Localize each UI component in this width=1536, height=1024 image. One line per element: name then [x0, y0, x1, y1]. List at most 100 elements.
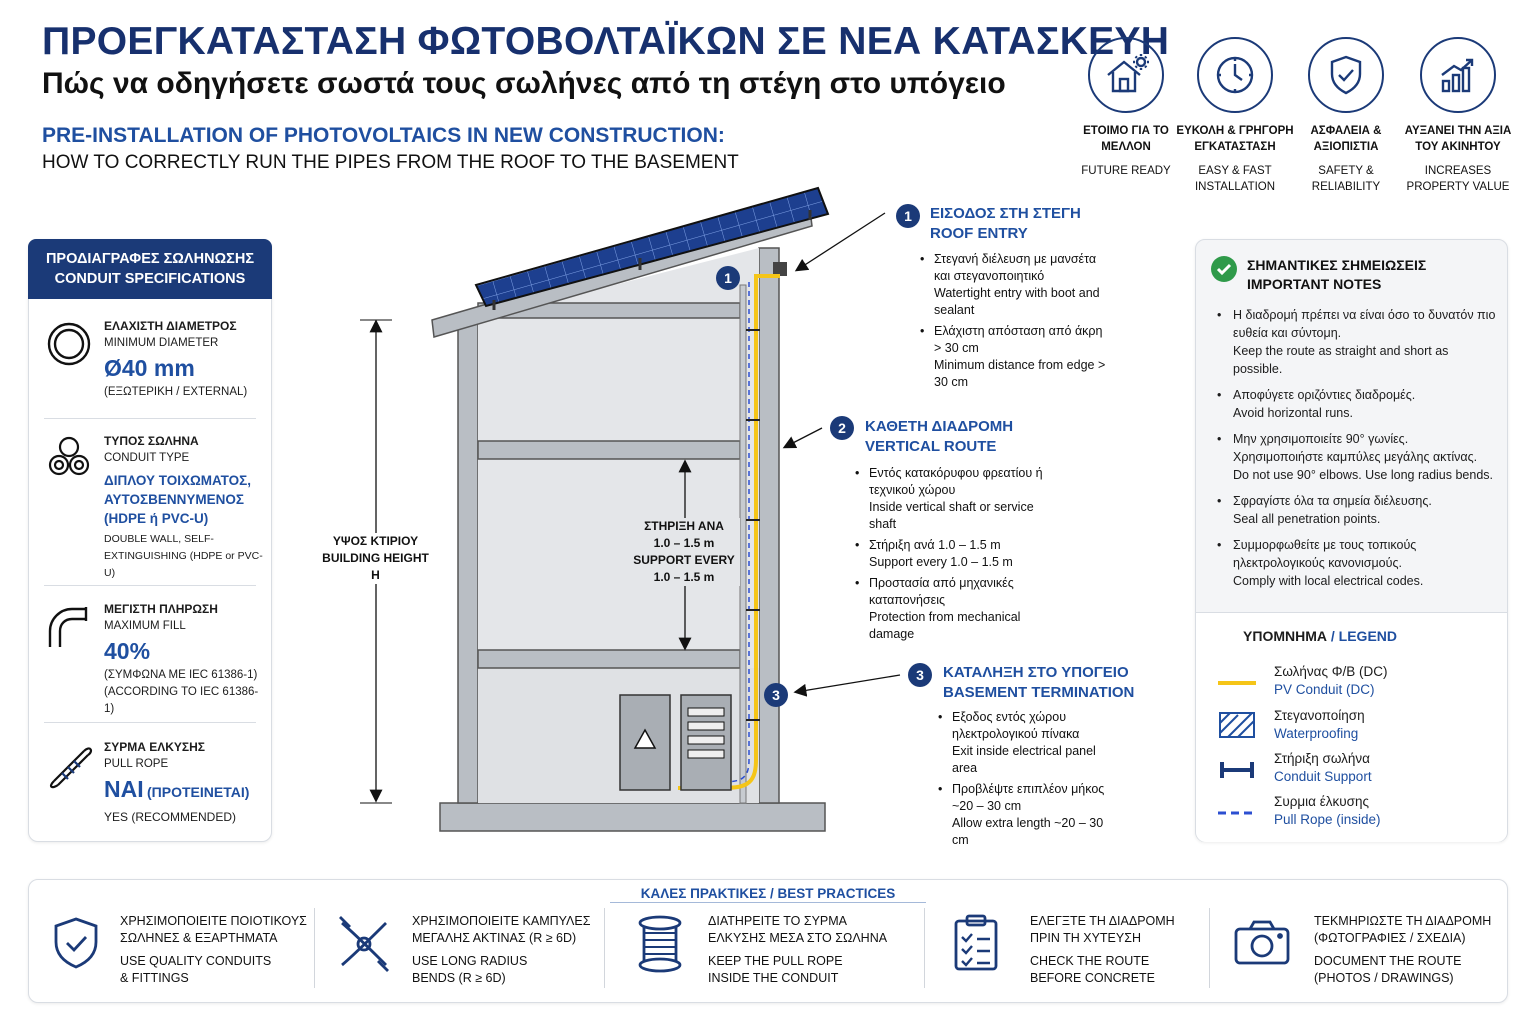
- best-practice-document: ΤΕΚΜΗΡΙΩΣΤΕ ΤΗ ΔΙΑΔΡΟΜΗ (ΦΩΤΟΓΡΑΦΙΕΣ / Σ…: [1232, 879, 1502, 1003]
- best-practices-panel: [28, 879, 1508, 1003]
- best-practice-check-route: ΕΛΕΓΞΤΕ ΤΗ ΔΙΑΔΡΟΜΗ ΠΡΙΝ ΤΗ ΧΥΤΕΥΣΗ CHECK…: [948, 879, 1208, 1003]
- camera-icon: [1232, 913, 1292, 973]
- callout-number-1: 1: [896, 204, 920, 228]
- conduit-supports: [746, 329, 760, 721]
- spec-card: [28, 239, 272, 842]
- height-symbol: H: [371, 568, 380, 582]
- list-item: Εντός κατακόρυφου φρεατίου ή τεχνικού χώ…: [855, 465, 1050, 533]
- rope-spool-icon: [632, 913, 692, 973]
- conduit-line-icon: [1218, 667, 1256, 695]
- bp-text-en: KEEP THE PULL ROPE INSIDE THE CONDUIT: [708, 954, 843, 985]
- callout-title-en: VERTICAL ROUTE: [865, 438, 997, 455]
- feature-label-gr: ΑΣΦΑΛΕΙΑ & ΑΞΙΟΠΙΣΤΙΑ: [1310, 125, 1382, 153]
- spec-header-en: CONDUIT SPECIFICATIONS: [54, 271, 246, 287]
- callout-title-gr: ΕΙΣΟΔΟΣ ΣΤΗ ΣΤΕΓΗ: [930, 205, 1081, 222]
- feature-label-gr: ΕΤΟΙΜΟ ΓΙΑ ΤΟ ΜΕΛΛΟΝ: [1083, 125, 1169, 153]
- conduit-bundle-icon: [44, 433, 94, 483]
- hatch-icon: [1218, 711, 1256, 739]
- spec-label-gr: ΣΥΡΜΑ ΕΛΚΥΣΗΣ: [104, 740, 205, 754]
- left-wall: [457, 319, 479, 804]
- bp-text-en: USE QUALITY CONDUITS & FITTINGS: [120, 954, 272, 985]
- legend-title: ΥΠΟΜΝΗΜΑ / LEGEND: [1243, 628, 1398, 644]
- bp-text-gr: ΧΡΗΣΙΜΟΠΟΙΕΙΤΕ ΚΑΜΠΥΛΕΣ ΜΕΓΑΛΗΣ ΑΚΤΙΝΑΣ …: [412, 914, 591, 945]
- support-label-en: SUPPORT EVERY: [633, 553, 735, 567]
- callout-list-roof-entry: Στεγανή διέλευση με μανσέτα και στεγανοπ…: [920, 251, 1110, 395]
- spec-card-header: ΠΡΟΔΙΑΓΡΑΦΕΣ ΣΩΛΗΝΩΣΗΣ CONDUIT SPECIFICA…: [28, 239, 272, 299]
- list-item: Συμμορφωθείτε με τους τοπικούς ηλεκτρολο…: [1215, 536, 1500, 590]
- feature-future-ready: ΕΤΟΙΜΟ ΓΙΑ ΤΟ ΜΕΛΛΟΝ FUTURE READY: [1066, 37, 1186, 179]
- solar-panel: [474, 186, 830, 308]
- leader-roof-entry: [794, 212, 886, 272]
- height-label-en: BUILDING HEIGHT: [322, 551, 429, 565]
- callout-title-gr: ΚΑΘΕΤΗ ΔΙΑΔΡΟΜΗ: [865, 418, 1014, 435]
- height-label-gr: ΥΨΟΣ ΚΤΙΡΙΟΥ: [332, 534, 419, 548]
- callout-title-gr: ΚΑΤΑΛΗΞΗ ΣΤΟ ΥΠΟΓΕΙΟ: [943, 664, 1129, 681]
- foundation-slab: [439, 802, 826, 832]
- notes-title-gr: ΣΗΜΑΝΤΙΚΕΣ ΣΗΜΕΙΩΣΕΙΣ: [1247, 257, 1427, 273]
- list-item: Εξοδος εντός χώρου ηλεκτρολογικού πίνακα…: [938, 709, 1118, 777]
- callout-title-en: ROOF ENTRY: [930, 225, 1028, 242]
- building-height-label: ΥΨΟΣ ΚΤΙΡΙΟΥ BUILDING HEIGHT H: [318, 533, 433, 584]
- hazard-warning-icon: [633, 728, 657, 749]
- spec-divider: [44, 585, 256, 586]
- callout-list-vertical-route: Εντός κατακόρυφου φρεατίου ή τεχνικού χώ…: [855, 465, 1050, 647]
- bp-text-en: USE LONG RADIUS BENDS (R ≥ 6D): [412, 954, 528, 985]
- feature-label-en: INCREASES PROPERTY VALUE: [1406, 165, 1510, 193]
- callout-list-basement: Εξοδος εντός χώρου ηλεκτρολογικού πίνακα…: [938, 709, 1118, 853]
- list-item: Προβλέψτε επιπλέον μήκος ~20 – 30 cmAllo…: [938, 781, 1118, 849]
- floor-slab-1: [477, 440, 741, 460]
- spec-value: ΝΑΙ: [104, 776, 144, 802]
- spec-note-en: (ACCORDING TO IEC 61386-1): [104, 686, 259, 715]
- clock-icon: [1197, 37, 1273, 113]
- spec-divider: [44, 418, 256, 419]
- check-circle-icon: [1211, 256, 1237, 282]
- floor-slab-2: [477, 649, 741, 669]
- page-title: ΠΡΟΕΓΚΑΤΑΣΤΑΣΗ ΦΩΤΟΒΟΛΤΑΪΚΩΝ ΣΕ ΝΕΑ ΚΑΤΑ…: [42, 20, 1170, 63]
- spec-value: 40%: [104, 638, 151, 664]
- best-practices-title: ΚΑΛΕΣ ΠΡΑΚΤΙΚΕΣ / BEST PRACTICES: [640, 886, 896, 901]
- best-practice-pull-rope: ΔΙΑΤΗΡΕΙΤΕ ΤΟ ΣΥΡΜΑ ΕΛΚΥΣΗΣ ΜΕΣΑ ΣΤΟ ΣΩΛ…: [632, 879, 922, 1003]
- panel-mounts: [492, 210, 812, 310]
- feature-label-en: SAFETY & RELIABILITY: [1311, 165, 1381, 193]
- house-sun-icon: [1088, 37, 1164, 113]
- notes-list: Η διαδρομή πρέπει να είναι όσο το δυνατό…: [1215, 306, 1500, 598]
- title-underline: [610, 902, 926, 903]
- right-wall: [758, 247, 780, 804]
- bp-divider: [1209, 908, 1210, 988]
- shield-check-icon: [1308, 37, 1384, 113]
- callout-number-2: 2: [830, 416, 854, 440]
- spec-label-gr: ΜΕΓΙΣΤΗ ΠΛΗΡΩΣΗ: [104, 602, 218, 616]
- support-bracket-icon: [1218, 754, 1256, 782]
- bend-pipe-icon: [44, 601, 94, 651]
- bp-text-gr: ΕΛΕΓΞΤΕ ΤΗ ΔΙΑΔΡΟΜΗ ΠΡΙΝ ΤΗ ΧΥΤΕΥΣΗ: [1030, 914, 1175, 945]
- feature-label-gr: ΕΥΚΟΛΗ & ΓΡΗΓΟΡΗ ΕΓΚΑΤΑΣΤΑΣΗ: [1176, 125, 1294, 153]
- feature-label-gr: ΑΥΞΑΝΕΙ ΤΗΝ ΑΞΙΑ ΤΟΥ ΑΚΙΝΗΤΟΥ: [1404, 125, 1512, 153]
- bp-divider: [314, 908, 315, 988]
- growth-chart-icon: [1420, 37, 1496, 113]
- list-item: Η διαδρομή πρέπει να είναι όσο το δυνατό…: [1215, 306, 1500, 378]
- service-shaft-wall: [739, 284, 747, 804]
- spec-header-gr: ΠΡΟΔΙΑΓΡΑΦΕΣ ΣΩΛΗΝΩΣΗΣ: [45, 251, 255, 267]
- notes-title: ΣΗΜΑΝΤΙΚΕΣ ΣΗΜΕΙΩΣΕΙΣ IMPORTANT NOTES: [1247, 256, 1426, 294]
- callout-title-roof-entry: ΕΙΣΟΔΟΣ ΣΤΗ ΣΤΕΓΗ ROOF ENTRY: [930, 204, 1081, 244]
- spec-note: (ΕΞΩΤΕΡΙΚΗ / EXTERNAL): [104, 386, 248, 398]
- best-practice-quality: ΧΡΗΣΙΜΟΠΟΙΕΙΤΕ ΠΟΙΟΤΙΚΟΥΣ ΣΩΛΗΝΕΣ & ΕΞΑΡ…: [48, 879, 313, 1003]
- feature-safety: ΑΣΦΑΛΕΙΑ & ΑΞΙΟΠΙΣΤΙΑ SAFETY & RELIABILI…: [1286, 37, 1406, 195]
- spec-value: Ø40 mm: [104, 355, 195, 381]
- spec-note: DOUBLE WALL, SELF-EXTINGUISHING (HDPE or…: [104, 533, 263, 579]
- bp-text-en: CHECK THE ROUTE BEFORE CONCRETE: [1030, 954, 1156, 985]
- feature-label-en: EASY & FAST INSTALLATION: [1194, 165, 1276, 193]
- feature-property-value: ΑΥΞΑΝΕΙ ΤΗΝ ΑΞΙΑ ΤΟΥ ΑΚΙΝΗΤΟΥ INCREASES …: [1398, 37, 1518, 195]
- leader-basement: [793, 674, 901, 697]
- dashed-line-icon: [1218, 797, 1256, 825]
- support-label-gr: ΣΤΗΡΙΞΗ ΑΝΑ: [644, 519, 724, 533]
- legend-title-gr: ΥΠΟΜΝΗΜΑ: [1243, 628, 1327, 644]
- feature-easy-fast: ΕΥΚΟΛΗ & ΓΡΗΓΟΡΗ ΕΓΚΑΤΑΣΤΑΣΗ EASY & FAST…: [1175, 37, 1295, 195]
- page-subtitle-en: HOW TO CORRECTLY RUN THE PIPES FROM THE …: [42, 152, 739, 173]
- spec-label-en: MINIMUM DIAMETER: [104, 337, 219, 349]
- spec-divider: [44, 722, 256, 723]
- callout-number-3: 3: [908, 663, 932, 687]
- bends-icon: [336, 913, 396, 973]
- page-title-en: PRE-INSTALLATION OF PHOTOVOLTAICS IN NEW…: [42, 124, 725, 147]
